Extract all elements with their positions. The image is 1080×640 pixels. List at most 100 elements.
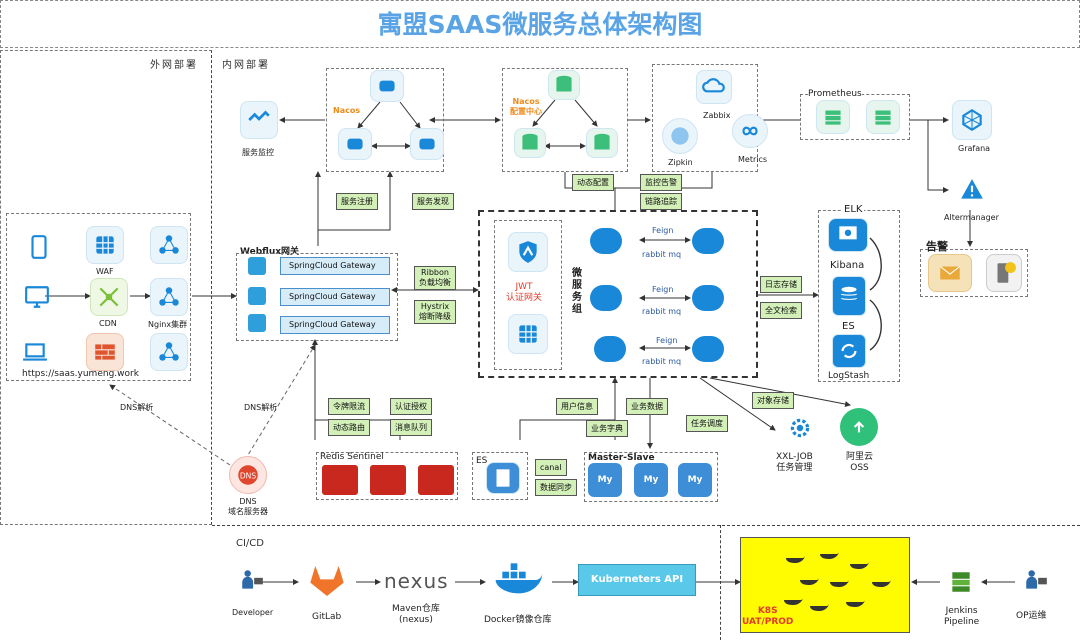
tag-log-store: 日志存储 [760, 276, 802, 293]
tag-monitor-alarm: 监控告警 [640, 174, 682, 191]
grafana-label: Grafana [958, 144, 991, 153]
config-node-left [514, 128, 546, 158]
mysql-node-3: My [678, 463, 712, 497]
gateway-box [236, 253, 398, 341]
tag-discovery: 服务发现 [412, 193, 454, 210]
docker-label: Docker镜像仓库 [484, 615, 552, 625]
es-icon [832, 276, 866, 316]
mysql-node-1: My [588, 463, 622, 497]
logstash-icon [832, 334, 866, 368]
tag-mq: 消息队列 [390, 419, 432, 436]
jwt-firewall-icon [508, 314, 548, 354]
jwt-shield-icon [508, 232, 548, 272]
internal-zone-label: 内网部署 [222, 60, 270, 71]
sms-alarm-icon [986, 254, 1022, 292]
op-label: OP运维 [1016, 611, 1047, 621]
tag-dynamic-route: 动态路由 [328, 419, 370, 436]
metrics-label: Metrics [738, 155, 768, 164]
zabbix-label: Zabbix [703, 111, 731, 120]
gateway-item-3: SpringCloud Gateway [280, 316, 390, 334]
service-cloud-1a [590, 228, 622, 254]
laptop-icon [16, 333, 54, 371]
tag-token-limit: 令牌限流 [328, 398, 370, 415]
jenkins-label: Jenkins Pipeline [944, 606, 980, 627]
metrics-icon [732, 114, 768, 148]
mysql-box [584, 452, 718, 502]
zabbix-icon [696, 70, 732, 104]
kibana-label: Kibana [830, 260, 865, 271]
tag-user-info: 用户信息 [556, 398, 598, 415]
mysql-node-2: My [634, 463, 668, 497]
firewall-icon [86, 333, 124, 371]
jwt-box [494, 220, 562, 370]
page-title: 寓盟SAAS微服务总体架构图 [0, 0, 1080, 48]
tag-hystrix: Hystrix 熔断降级 [414, 300, 456, 324]
nacos-label: Nacos [333, 106, 361, 115]
tag-fulltext: 全文检索 [760, 302, 802, 319]
service-monitor-label: 服务监控 [242, 148, 274, 157]
dns-server-label: DNS 域名服务器 [228, 497, 268, 516]
developer-icon [232, 560, 272, 600]
dns-parse-label-right: DNS解析 [244, 403, 278, 412]
altermanager-icon [952, 170, 992, 210]
es-storage-box [472, 452, 528, 500]
cdn-icon [90, 278, 128, 316]
jenkins-icon [942, 562, 980, 602]
zipkin-icon [662, 118, 698, 154]
redis-label: Redis Sentinel [320, 452, 384, 462]
tag-data-sync: 数据同步 [535, 479, 577, 496]
config-node-right [586, 128, 618, 158]
nacos-node-top [370, 70, 404, 102]
prometheus-node-2 [866, 100, 900, 134]
external-client-box [6, 213, 191, 381]
gateway-gear-icon-1 [248, 257, 266, 275]
tag-register: 服务注册 [336, 193, 378, 210]
prometheus-label: Prometheus [808, 89, 862, 99]
tag-dynamic-config: 动态配置 [572, 174, 614, 191]
jwt-label: JWT 认证网关 [506, 282, 543, 303]
svg-text:DNS: DNS [240, 471, 257, 480]
waf-label: WAF [96, 267, 114, 276]
external-zone-label: 外网部署 [150, 60, 198, 71]
nacos-config-box [502, 68, 628, 172]
es-label: ES [842, 321, 855, 332]
prometheus-node-1 [816, 100, 850, 134]
kibana-icon [828, 218, 868, 252]
oss-label: 阿里云 OSS [846, 452, 874, 473]
cluster-icon-top [150, 226, 188, 264]
site-url[interactable]: https://saas.yumeng.work [22, 369, 139, 379]
oss-icon [840, 408, 878, 446]
maven-label: Maven仓库 (nexus) [392, 604, 440, 625]
desktop-icon [18, 278, 56, 316]
dns-icon: DNS [229, 456, 267, 494]
gateway-item-2: SpringCloud Gateway [280, 288, 390, 306]
service-cloud-2a [590, 285, 622, 311]
mq-label-2: rabbit mq [642, 307, 682, 316]
service-monitor-icon [240, 101, 278, 139]
master-slave-label: Master-Slave [588, 453, 655, 463]
alarm-box [920, 249, 1028, 297]
tag-task-sched: 任务调度 [686, 415, 728, 432]
redis-node-2 [370, 465, 406, 495]
redis-node-1 [322, 465, 358, 495]
redis-box [316, 452, 458, 500]
k8s-docker-cluster [780, 544, 905, 624]
op-icon [1016, 560, 1056, 600]
feign-label-2: Feign [652, 285, 674, 294]
developer-label: Developer [232, 608, 274, 617]
mobile-icon [20, 228, 58, 266]
nginx-icon [150, 278, 188, 316]
service-cloud-2b [692, 285, 724, 311]
tag-trace: 链路追踪 [640, 193, 682, 210]
k8s-api-box: Kuberneters API [578, 564, 696, 596]
tag-canal: canal [535, 459, 567, 476]
docker-icon [488, 558, 550, 602]
gateway-title: Webflux网关 [240, 247, 300, 257]
config-node-top [548, 70, 580, 100]
cdn-label: CDN [99, 319, 117, 328]
gateway-gear-icon-2 [248, 287, 266, 305]
email-alarm-icon [928, 254, 972, 292]
xxl-job-icon [780, 408, 820, 448]
xxl-job-label: XXL-JOB 任务管理 [776, 452, 813, 473]
feign-label-1: Feign [652, 226, 674, 235]
